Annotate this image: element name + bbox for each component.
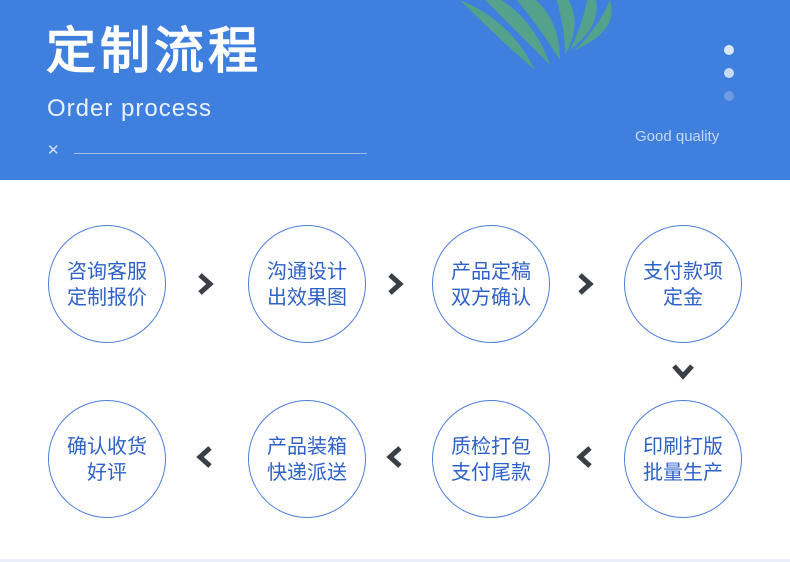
- chevron-down-icon: [672, 364, 694, 380]
- header-divider: [74, 153, 367, 154]
- step-printing-production: 印刷打版 批量生产: [624, 400, 742, 518]
- chevron-right-icon: [388, 273, 404, 295]
- step-label-line1: 沟通设计: [267, 259, 347, 283]
- step-label-line2: 支付尾款: [451, 460, 531, 484]
- step-inspection-balance: 质检打包 支付尾款: [432, 400, 550, 518]
- step-label-line2: 双方确认: [451, 285, 531, 309]
- carousel-dot-2[interactable]: [724, 68, 734, 78]
- step-label-line1: 支付款项: [643, 259, 723, 283]
- step-design: 沟通设计 出效果图: [248, 225, 366, 343]
- step-confirm-draft: 产品定稿 双方确认: [432, 225, 550, 343]
- chevron-right-icon: [578, 273, 594, 295]
- palm-leaf-decoration: [460, 0, 612, 70]
- header-banner: 定制流程 Order process ✕ Good quality: [0, 0, 790, 180]
- step-label-line2: 快递派送: [267, 460, 347, 484]
- step-label-line1: 产品定稿: [451, 259, 531, 283]
- page-title: 定制流程: [46, 22, 262, 80]
- step-label-line1: 确认收货: [67, 434, 147, 458]
- chevron-left-icon: [386, 446, 402, 468]
- carousel-dot-3[interactable]: [724, 91, 734, 101]
- step-consult-quote: 咨询客服 定制报价: [48, 225, 166, 343]
- chevron-left-icon: [196, 446, 212, 468]
- step-label-line2: 好评: [87, 460, 127, 484]
- step-label-line2: 出效果图: [267, 285, 347, 309]
- bottom-divider: [0, 559, 790, 562]
- step-label-line1: 质检打包: [451, 434, 531, 458]
- step-label-line2: 定制报价: [67, 285, 147, 309]
- step-label-line1: 印刷打版: [643, 434, 723, 458]
- chevron-right-icon: [198, 273, 214, 295]
- step-packing-delivery: 产品装箱 快递派送: [248, 400, 366, 518]
- tagline: Good quality: [635, 128, 720, 145]
- chevron-left-icon: [576, 446, 592, 468]
- step-deposit: 支付款项 定金: [624, 225, 742, 343]
- carousel-dot-1[interactable]: [724, 45, 734, 55]
- step-confirm-receipt: 确认收货 好评: [48, 400, 166, 518]
- step-label-line2: 批量生产: [643, 460, 723, 484]
- page-subtitle: Order process: [47, 95, 213, 122]
- step-label-line1: 产品装箱: [267, 434, 347, 458]
- step-label-line1: 咨询客服: [67, 259, 147, 283]
- close-icon: ✕: [47, 141, 60, 159]
- step-label-line2: 定金: [663, 285, 703, 309]
